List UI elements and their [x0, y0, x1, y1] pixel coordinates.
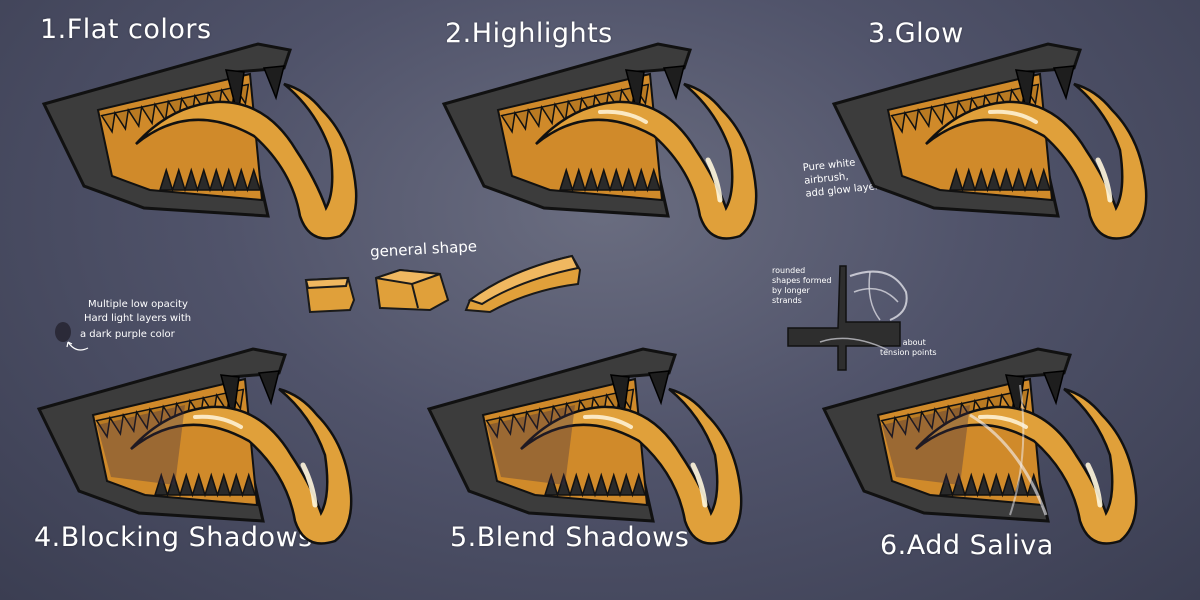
- mouth-panel-4: [35, 345, 375, 555]
- shadow-note-line-2: Hard light layers with: [84, 313, 192, 324]
- step-1-title: 1.Flat colors: [40, 14, 212, 45]
- tongue: [135, 82, 358, 240]
- fang: [647, 370, 670, 406]
- mouth-panel-3: [830, 40, 1170, 250]
- tongue: [925, 82, 1148, 240]
- step-5-title: 5.Blend Shadows: [450, 522, 690, 553]
- mouth-panel-2: [440, 40, 780, 250]
- tongue-highlight: [193, 414, 243, 429]
- saliva-note-left: rounded shapes formed by longer strands: [772, 266, 832, 305]
- general-shape-blocks: [304, 254, 582, 314]
- tongue-highlight: [988, 109, 1038, 124]
- tongue-highlight: [1085, 462, 1103, 508]
- tongue: [915, 387, 1138, 545]
- fang: [262, 65, 285, 101]
- tongue-highlight: [705, 157, 723, 203]
- shadow-note-line-3: a dark purple color: [80, 329, 175, 340]
- fang: [662, 65, 685, 101]
- shadow-color-swatch: [55, 322, 71, 342]
- swatch-arrow-icon: [66, 341, 89, 351]
- mouth-panel-1: [40, 40, 380, 250]
- mouth-shadow: [882, 405, 970, 485]
- mouth-panel-5: [425, 345, 765, 555]
- fang: [257, 370, 280, 406]
- fang: [1052, 65, 1075, 101]
- saliva-sketch: [787, 265, 908, 371]
- lower-teeth: [938, 472, 1042, 498]
- tongue: [520, 387, 743, 545]
- tongue-highlight: [1095, 157, 1113, 203]
- shadow-note-line-1: Multiple low opacity: [88, 299, 188, 310]
- tongue: [535, 82, 758, 240]
- saliva-strand: [969, 413, 1048, 516]
- lower-teeth: [558, 167, 662, 193]
- tongue-highlight: [300, 462, 318, 508]
- lower-teeth: [948, 167, 1052, 193]
- saliva-strand: [1009, 384, 1025, 516]
- mouth-panel-6: [820, 345, 1160, 555]
- mouth-shadow: [487, 405, 575, 485]
- mouth-shadow: [97, 405, 185, 485]
- tongue-highlight: [598, 109, 648, 124]
- step-4-title: 4.Blocking Shadows: [34, 522, 313, 553]
- fang: [1042, 370, 1065, 406]
- lower-teeth: [158, 167, 262, 193]
- tongue-highlight: [690, 462, 708, 508]
- tongue-highlight: [583, 414, 633, 429]
- step-6-title: 6.Add Saliva: [880, 530, 1054, 561]
- tongue: [130, 387, 353, 545]
- lower-teeth: [153, 472, 257, 498]
- step-2-title: 2.Highlights: [445, 18, 613, 49]
- lower-teeth: [543, 472, 647, 498]
- step-3-title: 3.Glow: [868, 18, 964, 49]
